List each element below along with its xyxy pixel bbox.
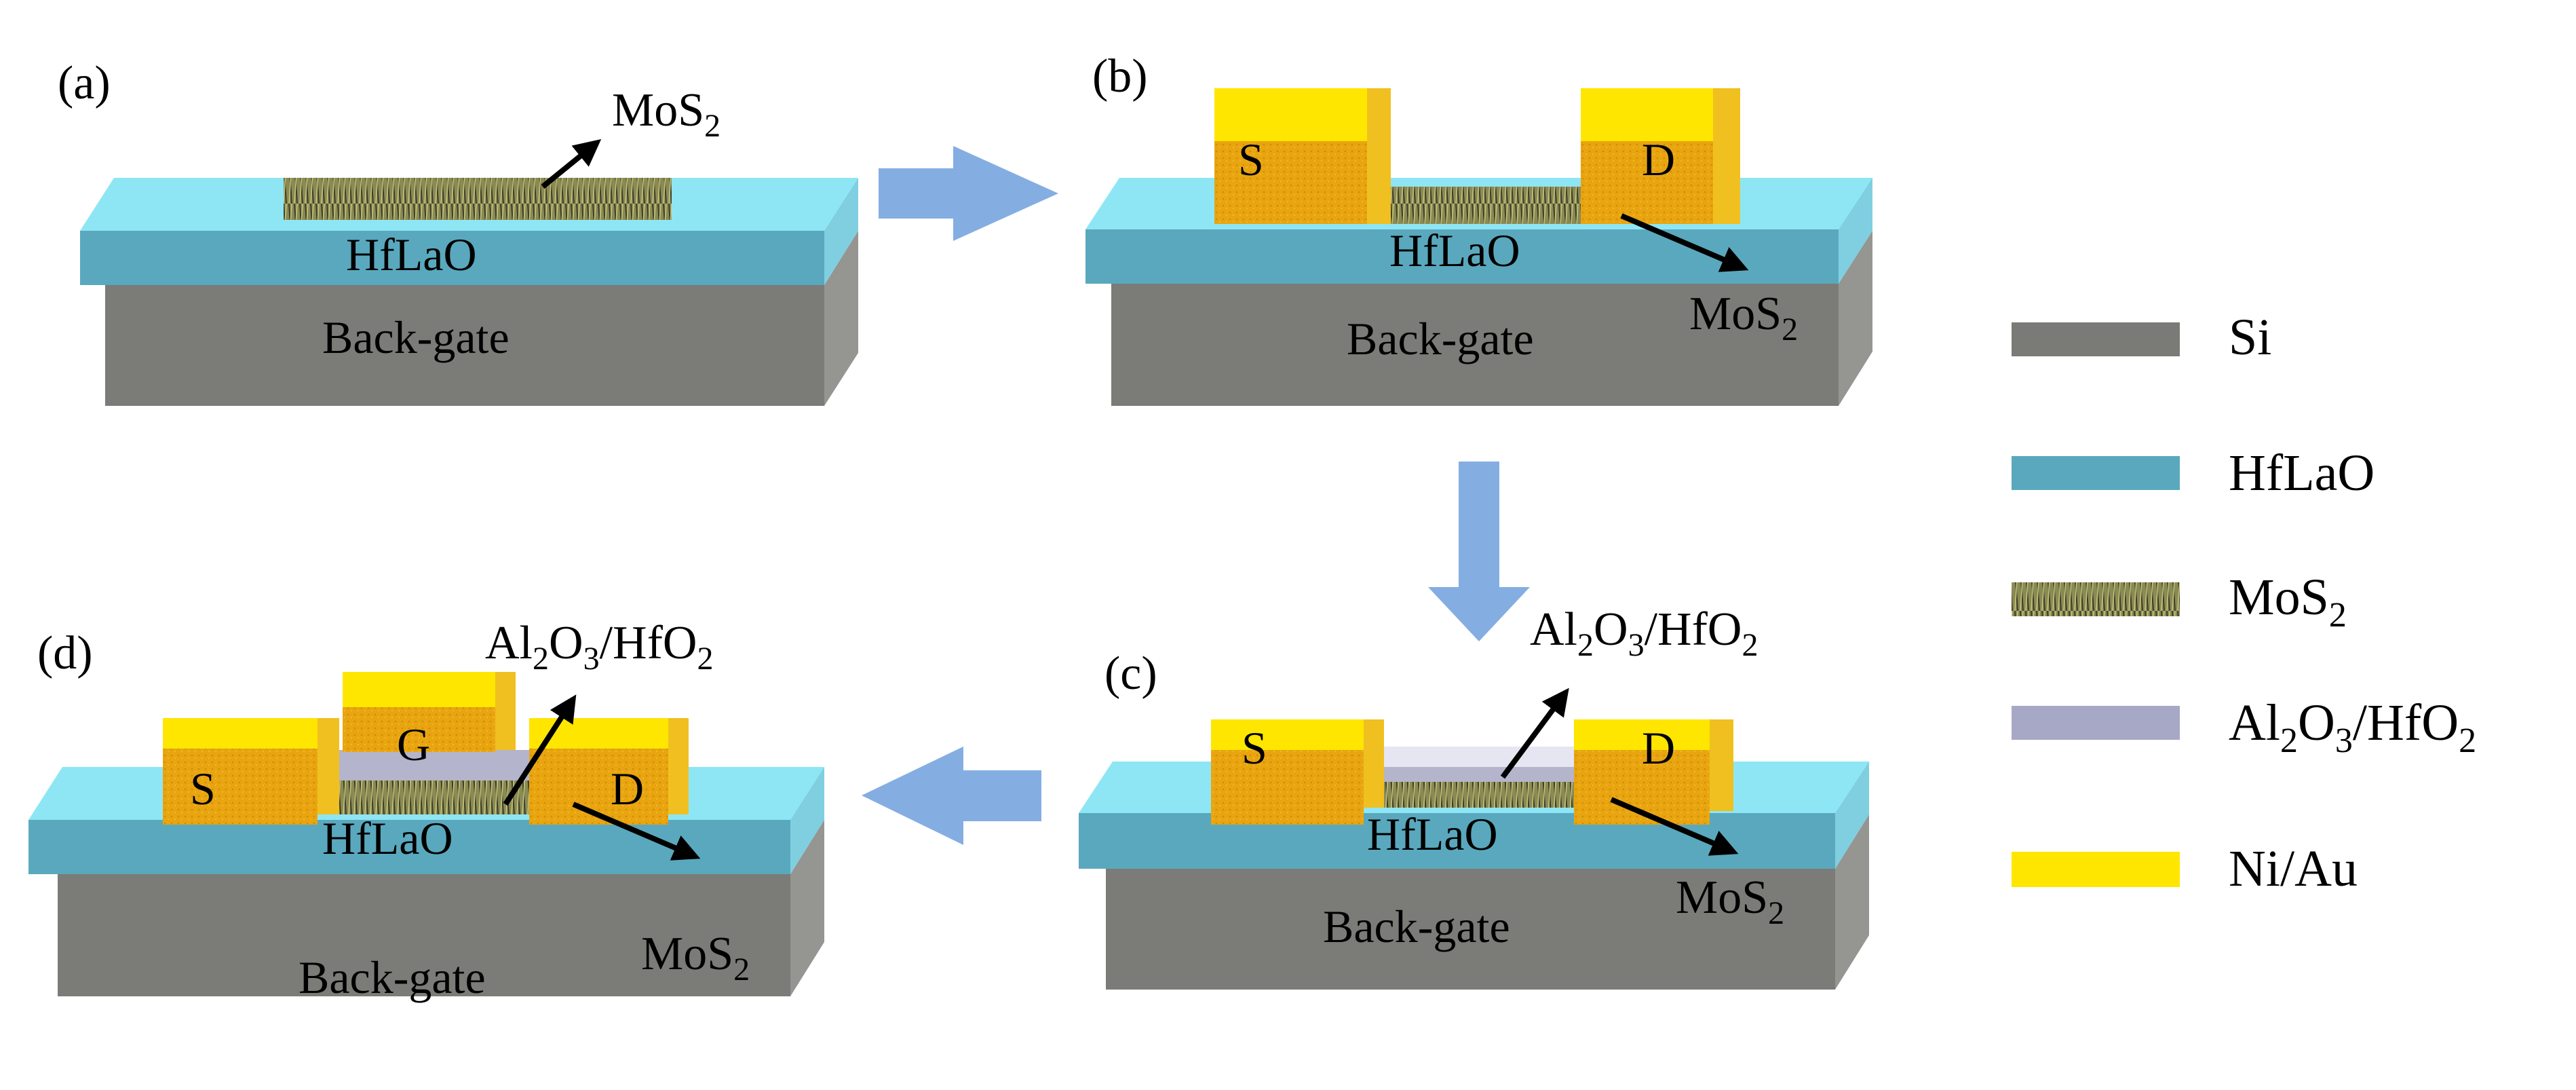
panel-a-hflao-side <box>824 178 858 285</box>
panel-a-mos2-arrow <box>541 138 602 189</box>
panel-c-mos2-arrow <box>1610 797 1739 856</box>
panel-c-drain-label: D <box>1642 722 1675 774</box>
legend-label-niau: Ni/Au <box>2229 840 2358 897</box>
legend-item-dielectric: Al2O3/HfO2 <box>2012 694 2476 760</box>
legend-swatch-hflao <box>2012 456 2180 490</box>
panel-d-dielectric-layer <box>319 750 536 781</box>
legend-label-si: Si <box>2229 309 2271 366</box>
panel-d-drain-contact: D <box>529 718 689 825</box>
legend-item-hflao: HfLaO <box>2012 445 2375 502</box>
panel-d-mos2-callout: MoS2 <box>641 928 750 988</box>
panel-d-mos2-arrow <box>572 802 701 861</box>
legend-label-hflao: HfLaO <box>2229 445 2375 502</box>
panel-d: (d) G S D HfLaO <box>28 617 824 1003</box>
panel-a: (a) HfLaO Back-gate MoS2 <box>58 57 858 406</box>
panel-c-backgate-label: Back-gate <box>1323 901 1510 952</box>
legend-swatch-niau <box>2012 852 2180 887</box>
panel-d-si-side <box>790 820 824 996</box>
panel-b-hflao-label: HfLaO <box>1389 225 1520 276</box>
panel-b-mos2-callout: MoS2 <box>1689 288 1798 347</box>
panel-d-source-label: S <box>190 763 216 814</box>
panel-c-source-label: S <box>1242 722 1267 774</box>
legend-swatch-mos2 <box>2012 582 2180 616</box>
panel-d-backgate-label: Back-gate <box>299 952 486 1003</box>
panel-d-gate-label: G <box>397 719 430 770</box>
panel-a-backgate-label: Back-gate <box>322 312 510 363</box>
panel-d-drain-label: D <box>611 763 644 814</box>
panel-d-source-contact: S <box>163 718 339 825</box>
panel-b-hflao-side <box>1839 178 1872 284</box>
panel-c-dielectric-arrow <box>1500 688 1569 779</box>
panel-b-si-block <box>1111 284 1839 406</box>
panel-d-si-block <box>58 874 790 996</box>
flow-arrow-a-to-b <box>879 146 1058 241</box>
panel-d-dielectric-arrow <box>503 694 577 806</box>
panel-c-hflao-label: HfLaO <box>1367 808 1498 860</box>
panel-c-mos2-callout: MoS2 <box>1676 871 1784 931</box>
legend-item-mos2: MoS2 <box>2012 569 2347 635</box>
legend-item-si: Si <box>2012 309 2271 366</box>
legend-swatch-dielectric <box>2012 706 2180 740</box>
panel-b: (b) S D HfLaO Back-gate MoS2 <box>1085 50 1872 406</box>
panel-a-hflao-label: HfLaO <box>346 229 477 280</box>
panel-c-hflao-side <box>1835 762 1869 869</box>
flow-arrow-c-to-d <box>862 747 1041 845</box>
panel-c-drain-contact: D <box>1574 719 1733 825</box>
legend-swatch-si <box>2012 322 2180 356</box>
panel-d-label: (d) <box>37 627 93 679</box>
panel-b-backgate-label: Back-gate <box>1347 313 1534 364</box>
panel-a-label: (a) <box>58 57 111 109</box>
panel-b-source-label: S <box>1238 134 1264 185</box>
panel-d-dielectric-callout: Al2O3/HfO2 <box>485 617 713 677</box>
panel-a-si-block <box>105 285 824 406</box>
legend-label-dielectric: Al2O3/HfO2 <box>2229 694 2476 760</box>
panel-a-mos2-flake <box>284 178 672 220</box>
panel-c-si-side <box>1835 814 1869 990</box>
panel-c-source-contact: S <box>1211 719 1384 825</box>
legend: Si HfLaO MoS2 Al2O3/HfO2 Ni/Au <box>2012 309 2476 897</box>
panel-c-si-block <box>1106 869 1835 990</box>
panel-d-hflao-side <box>790 767 824 874</box>
panel-b-drain-contact: D <box>1581 88 1740 224</box>
panel-c-label: (c) <box>1104 647 1157 700</box>
panel-b-drain-label: D <box>1642 134 1675 185</box>
legend-label-mos2: MoS2 <box>2229 569 2347 635</box>
panel-c-dielectric-callout: Al2O3/HfO2 <box>1530 603 1758 663</box>
panel-b-source-contact: S <box>1214 88 1391 224</box>
panel-d-gate-contact: G <box>343 672 516 770</box>
panel-a-hflao-front <box>80 231 824 285</box>
panel-a-mos2-callout: MoS2 <box>612 84 720 144</box>
panel-c-dielectric-layer <box>1364 747 1581 782</box>
panel-b-si-side <box>1839 231 1872 406</box>
panel-a-si-side <box>824 231 858 406</box>
panel-d-hflao-front <box>28 820 790 874</box>
flow-arrow-b-to-c <box>1428 462 1530 641</box>
panel-b-mos2-arrow <box>1620 213 1749 272</box>
panel-b-label: (b) <box>1092 50 1148 102</box>
panel-c: (c) S D HfLaO Back-gate MoS2 <box>1079 603 1869 990</box>
panel-d-hflao-label: HfLaO <box>322 812 453 864</box>
legend-item-niau: Ni/Au <box>2012 840 2358 897</box>
